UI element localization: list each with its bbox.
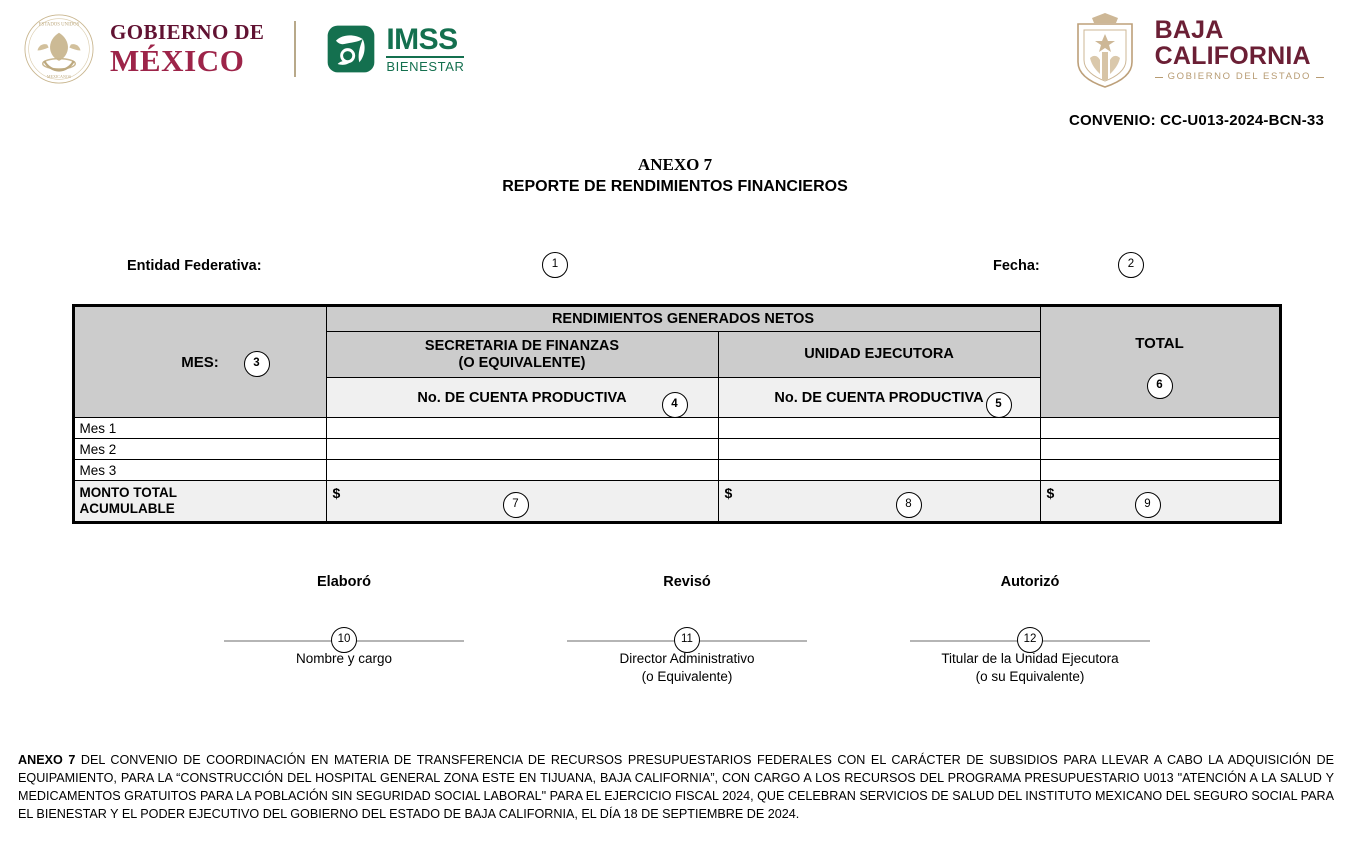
currency-symbol: $ <box>724 485 733 501</box>
signature-block: Elaboró 10 Nombre y cargo Revisó 11 Dire… <box>0 574 1350 685</box>
footer-lead: ANEXO 7 <box>18 753 76 767</box>
marker-10: 10 <box>331 627 357 653</box>
monto-total-acumulable-label: MONTO TOTAL ACUMULABLE <box>72 480 327 523</box>
cuenta-right-label: No. DE CUENTA PRODUCTIVA <box>774 389 984 406</box>
monto-label-line1: MONTO TOTAL <box>79 485 178 501</box>
entity-date-row: Entidad Federativa: 1 Fecha: 2 <box>0 246 1350 304</box>
page-title-reporte: REPORTE DE RENDIMIENTOS FINANCIEROS <box>502 178 848 195</box>
logo-divider <box>294 21 297 77</box>
secretaria-line1: SECRETARIA DE FINANZAS <box>424 337 620 354</box>
header-cell-total: TOTAL 6 <box>1039 305 1281 418</box>
currency-symbol: $ <box>332 485 341 501</box>
signature-autorizo: Autorizó 12 Titular de la Unidad Ejecuto… <box>910 574 1150 685</box>
signature-caption-line2: (o Equivalente) <box>641 668 733 684</box>
row-label-mes-1[interactable]: Mes 1 <box>72 417 327 439</box>
signature-caption-line1: Titular de la Unidad Ejecutora <box>941 651 1119 666</box>
signature-elaboro: Elaboró 10 Nombre y cargo <box>224 574 464 685</box>
table-header-row-1: MES: 3 RENDIMIENTOS GENERADOS NETOS TOTA… <box>72 305 1281 418</box>
signature-caption-line1: Director Administrativo <box>619 651 755 666</box>
gobierno-de-mexico-logo: ESTADOS UNIDOS MEXICANOS GOBIERNO DE MÉX… <box>22 12 465 86</box>
cell-mes-3-secretaria[interactable] <box>325 459 719 481</box>
signature-title: Autorizó <box>1000 574 1060 590</box>
cell-total-secretaria[interactable]: $ 7 <box>325 480 719 523</box>
table-row: Mes 3 <box>72 459 1281 481</box>
mexican-eagle-seal-icon: ESTADOS UNIDOS MEXICANOS <box>24 14 94 84</box>
total-label: TOTAL <box>1135 335 1184 352</box>
mes-label: MES: <box>181 353 219 371</box>
cell-mes-2-unidad[interactable] <box>717 438 1041 460</box>
signature-reviso: Revisó 11 Director Administrativo (o Equ… <box>567 574 807 685</box>
gobierno-label-line1: GOBIERNO DE <box>110 20 265 44</box>
marker-3: 3 <box>243 351 270 377</box>
header-cell-rendimientos: RENDIMIENTOS GENERADOS NETOS <box>325 305 1041 332</box>
currency-symbol: $ <box>1046 485 1055 501</box>
entidad-federativa-label: Entidad Federativa: <box>127 258 262 274</box>
cell-mes-3-total[interactable] <box>1039 459 1281 481</box>
table-header-row-3: No. DE CUENTA PRODUCTIVA 4 No. DE CUENTA… <box>73 377 1280 418</box>
imss-emblem-icon <box>328 25 375 73</box>
signature-title: Elaboró <box>317 574 371 590</box>
cell-mes-1-unidad[interactable] <box>717 417 1041 439</box>
secretaria-line2: (O EQUIVALENTE) <box>458 354 586 371</box>
rendimientos-table: MES: 3 RENDIMIENTOS GENERADOS NETOS TOTA… <box>71 304 1282 524</box>
page-title-anexo: ANEXO 7 <box>637 155 713 174</box>
row-label-mes-3[interactable]: Mes 3 <box>72 459 327 481</box>
marker-8: 8 <box>895 492 922 518</box>
imss-wordmark: IMSS <box>386 23 458 56</box>
signature-title: Revisó <box>663 574 711 590</box>
footer-body: DEL CONVENIO DE COORDINACIÓN EN MATERIA … <box>18 753 1334 821</box>
cell-total-unidad[interactable]: $ 8 <box>717 480 1041 523</box>
bc-wordmark-line1: BAJA <box>1154 16 1224 45</box>
cuenta-left-label: No. DE CUENTA PRODUCTIVA <box>417 389 627 406</box>
signature-caption-line2: (o su Equivalente) <box>975 668 1085 684</box>
marker-6: 6 <box>1146 373 1173 399</box>
marker-2: 2 <box>1118 252 1144 278</box>
marker-9: 9 <box>1134 492 1161 518</box>
imss-bienestar-logo: IMSS BIENESTAR <box>326 23 465 74</box>
marker-5: 5 <box>985 392 1012 418</box>
cell-mes-3-unidad[interactable] <box>717 459 1041 481</box>
svg-text:MEXICANOS: MEXICANOS <box>47 74 71 79</box>
cell-mes-1-secretaria[interactable] <box>325 417 719 439</box>
signature-caption: Titular de la Unidad Ejecutora (o su Equ… <box>910 650 1150 685</box>
rendimientos-table-container: MES: 3 RENDIMIENTOS GENERADOS NETOS TOTA… <box>71 304 1282 524</box>
header-cell-unidad: UNIDAD EJECUTORA <box>717 331 1041 378</box>
baja-california-coat-of-arms-icon <box>1076 13 1133 88</box>
bc-wordmark-line2: CALIFORNIA <box>1154 41 1311 70</box>
bc-tagline: GOBIERNO DEL ESTADO <box>1167 71 1311 83</box>
baja-california-logo: BAJA CALIFORNIA GOBIERNO DEL ESTADO <box>1069 10 1324 90</box>
header-cell-cuenta-unidad: No. DE CUENTA PRODUCTIVA 5 <box>717 377 1041 418</box>
signature-caption: Nombre y cargo <box>224 650 464 668</box>
svg-text:ESTADOS UNIDOS: ESTADOS UNIDOS <box>39 22 80 27</box>
header-cell-secretaria: SECRETARIA DE FINANZAS (O EQUIVALENTE) <box>325 331 719 378</box>
table-row: Mes 2 <box>72 438 1281 460</box>
table-total-row: MONTO TOTAL ACUMULABLE $ 7 $ 8 <box>72 480 1281 523</box>
header-cell-mes: MES: 3 <box>72 305 327 418</box>
marker-1: 1 <box>542 252 568 278</box>
cell-mes-1-total[interactable] <box>1039 417 1281 439</box>
cell-mes-2-total[interactable] <box>1039 438 1281 460</box>
cell-mes-2-secretaria[interactable] <box>325 438 719 460</box>
row-label-mes-2[interactable]: Mes 2 <box>72 438 327 460</box>
signature-caption-line1: Nombre y cargo <box>295 651 393 666</box>
fecha-label: Fecha: <box>993 258 1040 274</box>
table-row: Mes 1 <box>72 417 1281 439</box>
cell-total-grand[interactable]: $ 9 <box>1039 480 1281 523</box>
monto-label-line2: ACUMULABLE <box>79 501 175 516</box>
marker-11: 11 <box>674 627 700 653</box>
marker-12: 12 <box>1017 627 1043 653</box>
marker-4: 4 <box>661 392 688 418</box>
gobierno-label-line2: MÉXICO <box>110 43 245 78</box>
page-header: ESTADOS UNIDOS MEXICANOS GOBIERNO DE MÉX… <box>0 0 1350 129</box>
convenio-number: CONVENIO: CC-U013-2024-BCN-33 <box>1068 112 1324 129</box>
marker-7: 7 <box>502 492 529 518</box>
bienestar-wordmark: BIENESTAR <box>386 56 465 73</box>
header-cell-cuenta-secretaria: No. DE CUENTA PRODUCTIVA 4 <box>325 377 719 418</box>
signature-caption: Director Administrativo (o Equivalente) <box>567 650 807 685</box>
footer-legal-text: ANEXO 7 DEL CONVENIO DE COORDINACIÓN EN … <box>18 752 1334 824</box>
